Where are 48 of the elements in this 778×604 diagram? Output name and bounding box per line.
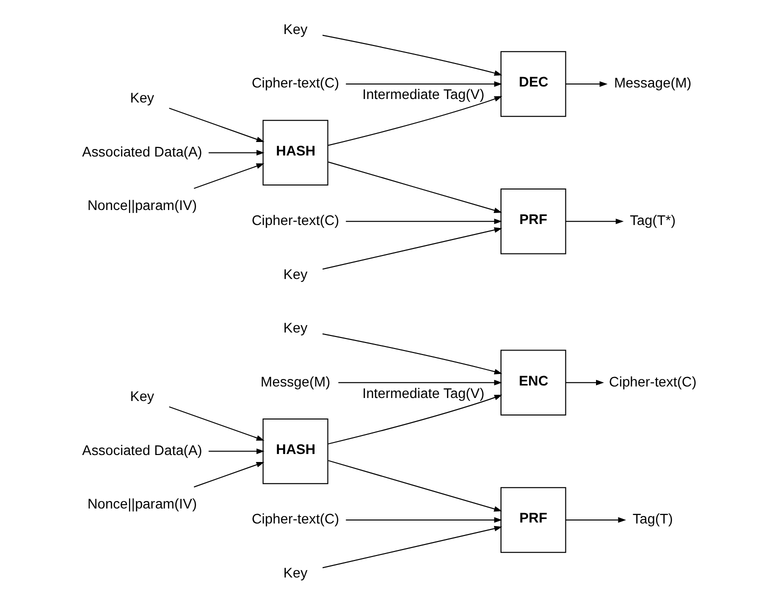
arrow	[208, 150, 264, 156]
node-box: HASH	[262, 418, 328, 484]
arrow	[168, 406, 264, 441]
node-text: Associated Data(A)	[82, 143, 202, 160]
arrow	[564, 81, 608, 87]
arrow	[564, 517, 626, 523]
arrow	[327, 161, 502, 214]
node-box: PRF	[500, 188, 566, 254]
node-text: Cipher-text(C)	[251, 510, 339, 527]
node-text: Cipher-text(C)	[608, 373, 696, 390]
node-text: Associated Data(A)	[82, 442, 202, 458]
arrow	[564, 218, 624, 224]
node-box: DEC	[500, 51, 566, 117]
node-text: Cipher-text(C)	[251, 74, 339, 91]
node-text: Tag(T)	[632, 510, 672, 527]
node-text: Key	[130, 388, 154, 404]
node-text: Key	[130, 90, 154, 106]
arrow	[337, 380, 502, 386]
node-text: Messge(M)	[260, 373, 330, 390]
arrow	[322, 34, 502, 76]
node-text: Key	[282, 20, 307, 37]
arrow	[344, 218, 502, 224]
arrow	[327, 96, 502, 146]
arrow	[322, 526, 502, 568]
arrow	[344, 81, 502, 87]
node-text: Nonce||param(IV)	[86, 197, 196, 214]
arrow	[327, 394, 502, 444]
edge-label: Intermediate Tag(V)	[362, 86, 484, 102]
node-text: Cipher-text(C)	[251, 212, 339, 228]
node-text: Key	[282, 320, 307, 336]
node-text: Nonce||param(IV)	[86, 496, 196, 512]
node-text: Message(M)	[614, 74, 691, 91]
arrow	[322, 333, 502, 374]
arrow	[327, 460, 502, 512]
arrow	[322, 227, 502, 270]
node-box: HASH	[262, 120, 328, 186]
node-box: ENC	[500, 350, 566, 416]
node-text: Key	[282, 564, 307, 580]
arrow	[168, 108, 264, 142]
arrow	[564, 380, 604, 386]
arrow	[192, 163, 264, 189]
node-box: PRF	[500, 487, 566, 553]
edge-label: Intermediate Tag(V)	[362, 384, 484, 401]
arrow	[344, 517, 502, 523]
node-text: Key	[282, 266, 307, 282]
arrow	[208, 448, 264, 454]
arrow	[192, 462, 264, 488]
node-text: Tag(T*)	[629, 212, 676, 228]
